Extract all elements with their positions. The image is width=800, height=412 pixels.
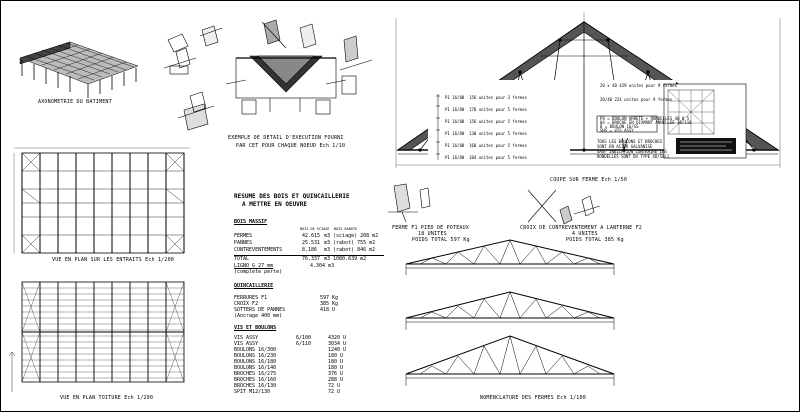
croix-units: 4 UNITES (572, 231, 598, 237)
resume-title-1: RESUME DES BOIS ET QUINCAILLERIE (234, 193, 350, 200)
nomenclature-label: NOMENCLATURE DES FERMES Ech 1/100 (480, 395, 586, 401)
axonometry-drawing (19, 41, 139, 98)
note-line: SONT EN ACIER GALVANISE (597, 144, 653, 149)
note-line: 04 = BROCHE EN DIAMANT ANNELLEE 16/110 (600, 120, 692, 125)
legend-row: P1 16/80 178 unites pour 5 fermes (445, 107, 527, 112)
note-line: RONDELLES SONT DU TYPE 40/10/2 (597, 154, 670, 159)
lamelle-note: (complete perte) (234, 269, 283, 275)
resume-table: RESUME DES BOIS ET QUINCAILLERIE A METTR… (234, 194, 384, 404)
croix-title: CROIX DE CONTREVENTEMENT A LANTERNE F2 (520, 225, 642, 231)
note-line: B = BOULON 16/SS (600, 124, 639, 129)
table-row: LIGNO G 27 mm 4.304 m3 (234, 263, 335, 269)
legend-row: 20/40 224 unites pour 9 fermes (600, 97, 673, 102)
legend-row: P1 16/80 156 unites pour 3 fermes (445, 95, 527, 100)
note-line: SHS = VIS ASSY (600, 128, 634, 133)
detail-caption-1: EXEMPLE DE DETAIL D'EXECUTION FOURNI (228, 135, 344, 141)
plan-toiture-drawing (8, 281, 185, 392)
note-line: P4 = BOULON ARRETE + RONDELLES 40 0 5 (600, 116, 690, 121)
legend-row: P1 16/80 130 unites pour 5 fermes (445, 131, 527, 136)
section-legend-right: 20 x 40 429 unites pour 9 fermes 20/40 2… (600, 84, 677, 108)
plan-toiture-label: VUE EN PLAN TOITURE Ech 1/200 (60, 395, 154, 401)
note-line: TOUS LES BOULONS ET BROCHES (597, 139, 663, 144)
quincaillerie-heading: QUINCAILLERIE (234, 283, 274, 289)
ferme-f1-weight: POIDS TOTAL 597 Kg (412, 237, 470, 243)
section-legend-left: P1 16/80 156 unites pour 3 fermes P1 16/… (445, 96, 567, 162)
table-row: (Ancrage 400 mm) (234, 313, 283, 319)
ferme-f1-units: 18 UNITES (418, 231, 447, 237)
section-notes-box: P4 = BOULON ARRETE + RONDELLES 40 0 5 04… (600, 117, 692, 135)
axonometry-label: AXONOMETRIE DU BATIMENT (38, 99, 112, 105)
bois-header-2: BOIS RABOTE (334, 227, 358, 231)
croix-f2-drawing (527, 189, 601, 225)
section-notes-general: TOUS LES BOULONS ET BROCHES SONT EN ACIE… (597, 139, 669, 162)
plan-entraits-drawing (13, 147, 190, 254)
ferrure-f1-drawing (388, 183, 431, 223)
nomenclature-trusses (405, 239, 615, 386)
legend-row: P1 16/80 168 unites pour 5 fermes (445, 143, 527, 148)
croix-weight: POIDS TOTAL 385 Kg (566, 237, 624, 243)
plan-entraits-label: VUE EN PLAN SUR LES ENTRAITS Ech 1/200 (52, 257, 174, 263)
bois-header-1: BOIS DE SCIAGE (300, 227, 330, 231)
table-row: FERMES 42.615 m3 (sciage) 208 m2 (234, 233, 379, 239)
resume-title-2: A METTRE EN OEUVRE (242, 201, 308, 208)
vis-heading: VIS ET BOULONS (234, 325, 277, 331)
table-row: CONTREVENTEMENTS 8.186 m3 (rabot) 846 m2 (234, 247, 376, 253)
table-row-total: TOTAL 76.337 m3 1080.639 m2 (234, 255, 384, 262)
legend-row: 20 x 40 429 unites pour 9 fermes (600, 83, 678, 88)
detail-caption-2: PAR CET POUR CHAQUE NOEUD Ech 1/10 (236, 143, 346, 149)
note-line: SAUF INDICATION CONTRAIRE LES (597, 149, 667, 154)
ferme-f1-title: FERME F1 PIED DE POTEAUX (392, 225, 470, 231)
section-label: COUPE SUR FERME Ech 1/50 (550, 177, 628, 183)
bois-massif-heading: BOIS MASSIF (234, 219, 268, 225)
legend-row: P1 16/80 104 unites pour 5 fermes (445, 155, 527, 160)
truss-2 (405, 291, 615, 330)
legend-row: P1 16/80 156 unites pour 5 fermes (445, 119, 527, 124)
section-truss-drawing (395, 12, 781, 168)
truss-3 (405, 335, 615, 386)
detail-drawings (163, 19, 373, 131)
table-row: PANNES 25.531 m3 (rabot) 755 m2 (234, 240, 376, 246)
truss-1 (405, 239, 615, 275)
